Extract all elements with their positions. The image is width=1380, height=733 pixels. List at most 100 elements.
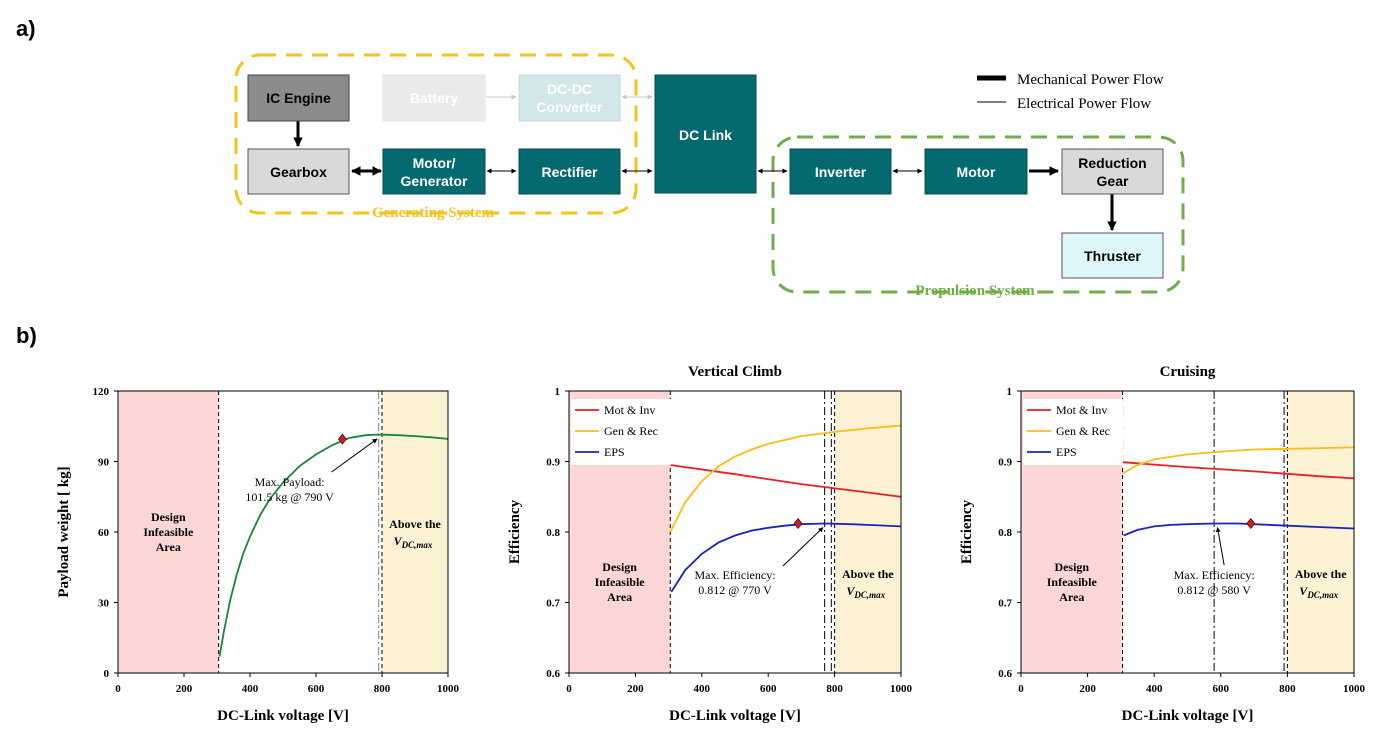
y-axis-label: Efficiency <box>507 499 523 564</box>
reduction-gear-label-line1: Reduction <box>1078 155 1146 171</box>
annotation-line: 0.812 @ 770 V <box>698 583 772 597</box>
infeasible-label-line: Area <box>607 590 632 604</box>
legend-label: EPS <box>1056 445 1077 459</box>
x-tick-label: 1000 <box>1343 683 1366 695</box>
x-tick-label: 200 <box>627 683 644 695</box>
dc-link-block <box>654 74 757 194</box>
dc-link-label: DC Link <box>679 127 732 143</box>
motor-generator-label-line1: Motor/ <box>413 155 456 171</box>
y-tick-label: 0.7 <box>546 598 560 610</box>
y-tick-label: 0.8 <box>998 527 1012 539</box>
x-tick-label: 1000 <box>437 683 460 695</box>
x-tick-label: 400 <box>242 683 259 695</box>
y-tick-label: 0.6 <box>546 668 560 680</box>
optimum-marker <box>793 518 803 530</box>
infeasible-label-line: Design <box>1054 560 1089 574</box>
vdcmax-main: V <box>1299 584 1308 598</box>
x-tick-label: 400 <box>694 683 711 695</box>
infeasible-label-line: Design <box>151 510 186 524</box>
motor-generator-block <box>382 148 486 195</box>
annotation-line: 101.5 kg @ 790 V <box>245 490 334 504</box>
annotation-arrow <box>782 527 824 567</box>
y-tick-label: 1 <box>555 386 561 398</box>
x-tick-label: 800 <box>1279 683 1296 695</box>
thruster-block <box>1061 232 1164 279</box>
motor-label: Motor <box>957 164 996 180</box>
x-axis-label: DC-Link voltage [V] <box>1122 708 1254 724</box>
reduction-gear-block <box>1061 148 1164 195</box>
y-tick-label: 0.6 <box>998 668 1012 680</box>
x-tick-label: 600 <box>308 683 325 695</box>
y-tick-label: 0.8 <box>546 527 560 539</box>
power-flow-diagram: IC Engine Battery DC-DC Converter DC Lin… <box>234 53 1185 299</box>
region-infeasible <box>118 391 219 673</box>
infeasible-label-line: Infeasible <box>1047 575 1098 589</box>
series-line-eps <box>1123 522 1355 537</box>
y-tick-label: 0.9 <box>546 457 560 469</box>
vdcmax-subscript: DC,max <box>1306 590 1338 600</box>
rectifier-label: Rectifier <box>541 164 598 180</box>
infeasible-label-line: Area <box>1059 590 1084 604</box>
legend-label: Mot & Inv <box>1056 403 1107 417</box>
legend-label: Gen & Rec <box>1056 424 1110 438</box>
y-tick-label: 1 <box>1007 386 1013 398</box>
infeasible-label-line: Infeasible <box>595 575 646 589</box>
x-tick-label: 200 <box>176 683 193 695</box>
ic-engine-block <box>247 74 350 122</box>
vdcmax-symbol: VDC,max <box>846 584 885 600</box>
inverter-label: Inverter <box>815 164 867 180</box>
x-tick-label: 600 <box>760 683 777 695</box>
series-line-eps <box>670 522 902 593</box>
x-tick-label: 800 <box>826 683 843 695</box>
x-tick-label: 0 <box>566 683 572 695</box>
reduction-gear-label-line2: Gear <box>1097 173 1129 189</box>
legend-electrical-label: Electrical Power Flow <box>1017 96 1151 112</box>
above-vmax-label-line: Above the <box>1295 567 1347 581</box>
x-tick-label: 1000 <box>890 683 913 695</box>
legend-label: Gen & Rec <box>604 424 658 438</box>
chart-title: Cruising <box>1160 364 1216 380</box>
dcdc-label-line1: DC-DC <box>547 81 592 97</box>
region-above-vmax <box>834 391 901 673</box>
legend-label: Mot & Inv <box>604 403 655 417</box>
panel-label-a: a) <box>16 16 36 41</box>
series-line-payload <box>218 433 449 657</box>
infeasible-label-line: Area <box>156 540 181 554</box>
vdcmax-symbol: VDC,max <box>1299 584 1338 600</box>
y-tick-label: 0.7 <box>998 598 1012 610</box>
gearbox-label: Gearbox <box>270 164 327 180</box>
vdcmax-subscript: DC,max <box>853 590 885 600</box>
gearbox-block <box>247 148 350 195</box>
motor-block <box>924 148 1028 195</box>
motor-generator-label-line2: Generator <box>401 173 468 189</box>
ic-engine-label: IC Engine <box>266 90 331 106</box>
annotation-arrow <box>331 438 378 473</box>
legend-label: EPS <box>604 445 625 459</box>
legend-mechanical-label: Mechanical Power Flow <box>1017 72 1164 88</box>
battery-label: Battery <box>410 90 458 106</box>
dcdc-label-line2: Converter <box>536 99 603 115</box>
region-above-vmax <box>1287 391 1354 673</box>
x-tick-label: 600 <box>1213 683 1230 695</box>
series-line-mot-inv <box>1122 461 1355 480</box>
propulsion-system-label: Propulsion System <box>915 283 1035 299</box>
inverter-block <box>789 148 892 195</box>
infeasible-label-line: Design <box>602 560 637 574</box>
propulsion-system-outline <box>771 135 1185 294</box>
y-tick-label: 120 <box>93 386 110 398</box>
optimum-marker <box>1246 518 1256 530</box>
y-tick-label: 60 <box>98 527 110 539</box>
y-tick-label: 0.9 <box>998 457 1012 469</box>
series-line-gen-rec <box>669 424 902 533</box>
x-tick-label: 400 <box>1146 683 1163 695</box>
annotation-line: Max. Efficiency: <box>1174 568 1255 582</box>
annotation-line: 0.812 @ 580 V <box>1177 583 1251 597</box>
x-axis-label: DC-Link voltage [V] <box>217 708 349 724</box>
annotation-line: Max. Efficiency: <box>694 568 775 582</box>
y-axis-label: Payload weight [ kg] <box>56 466 72 597</box>
y-tick-label: 90 <box>98 457 110 469</box>
